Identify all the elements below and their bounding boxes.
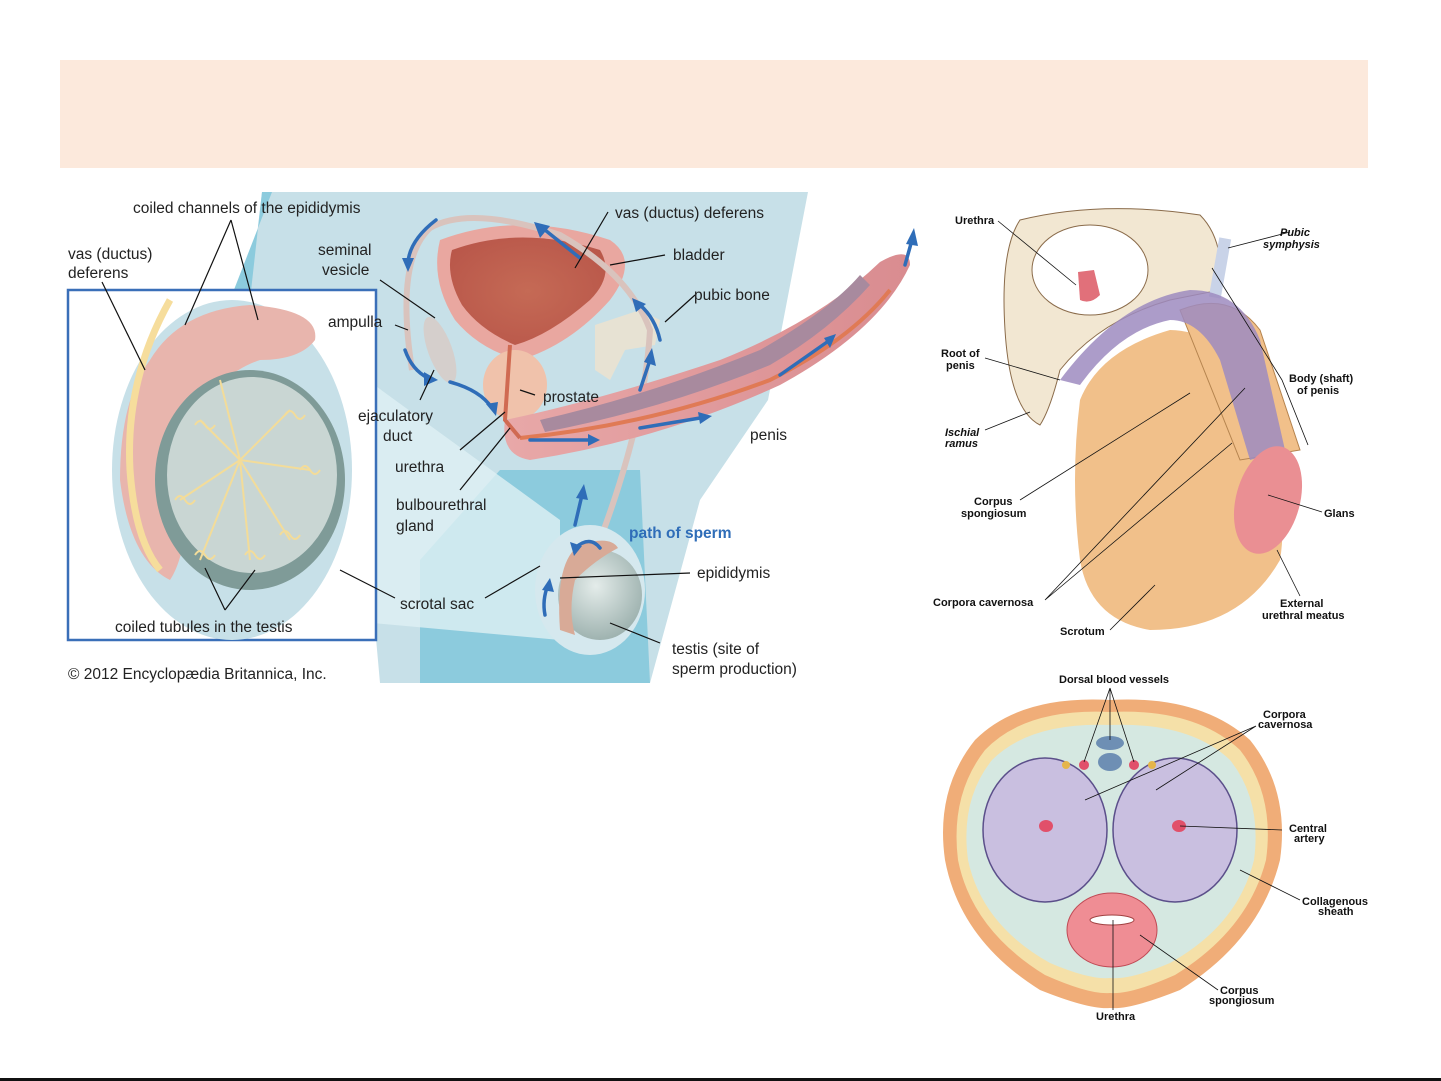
label-body-1: Body (shaft) xyxy=(1289,373,1354,385)
penis-external-diagram: Urethra Pubic symphysis Root of penis Bo… xyxy=(933,208,1355,638)
inset-vas xyxy=(126,298,174,573)
label-scrotum: Scrotum xyxy=(1060,626,1105,638)
label-glans: Glans xyxy=(1324,508,1355,520)
central-artery-left xyxy=(1039,820,1053,832)
label-urethra-bottom: Urethra xyxy=(1096,1011,1136,1023)
dorsal-artery-left xyxy=(1079,760,1089,770)
urethra-red xyxy=(1078,270,1100,302)
dorsal-artery-right xyxy=(1129,760,1139,770)
reproductive-system-diagram: coiled channels of the epididymis vas (d… xyxy=(66,192,918,683)
label-cavernosa: Corpora cavernosa xyxy=(933,597,1034,609)
obturator-foramen xyxy=(1031,224,1149,316)
cross-section-leaders xyxy=(1083,687,1301,1010)
inset-testis-inner xyxy=(167,377,337,573)
label-central-1: Central xyxy=(1289,823,1327,835)
label-coiled-tubules: coiled tubules in the testis xyxy=(115,619,293,636)
label-scrotal-sac: scrotal sac xyxy=(400,596,474,613)
dorsal-nerve-left xyxy=(1062,761,1070,769)
zoom-beam xyxy=(340,360,560,640)
label-dorsal-vessels: Dorsal blood vessels xyxy=(1059,674,1169,686)
label-cavernosa-1: Corpora xyxy=(1263,709,1307,721)
label-external-1: External xyxy=(1280,598,1323,610)
corpora-cavernosa-shape xyxy=(1060,290,1285,460)
label-testis-2: sperm production) xyxy=(672,661,797,678)
label-bladder: bladder xyxy=(673,247,725,264)
copyright-notice: © 2012 Encyclopædia Britannica, Inc. xyxy=(68,666,327,683)
label-ischial-2: ramus xyxy=(945,438,978,450)
slide-title-band xyxy=(60,60,1368,168)
penis-cross-section-diagram: Dorsal blood vessels Corpora cavernosa C… xyxy=(943,674,1368,1023)
central-artery-right xyxy=(1172,820,1186,832)
label-ischial-1: Ischial xyxy=(945,427,980,439)
label-seminal-1: seminal xyxy=(318,242,371,259)
epididymis xyxy=(559,540,618,635)
penis-cavernosum xyxy=(540,275,870,432)
label-ejaculatory-2: duct xyxy=(383,428,413,445)
left-leader-lines xyxy=(101,211,696,644)
label-spongiosum-1: Corpus xyxy=(1220,985,1259,997)
prostate xyxy=(483,350,547,420)
dorsal-vein-deep xyxy=(1098,753,1122,771)
label-collagenous-1: Collagenous xyxy=(1302,896,1368,908)
label-corpus-1: Corpus xyxy=(974,496,1013,508)
corpus-spongiosum xyxy=(1066,892,1158,968)
label-vas-left-2: deferens xyxy=(68,265,129,282)
bottom-rule xyxy=(0,1078,1441,1081)
glans xyxy=(1233,446,1303,554)
seminal-vesicle xyxy=(423,316,457,384)
label-bulbourethral-2: gland xyxy=(396,518,434,535)
sperm-path-arrows xyxy=(402,218,918,617)
label-seminal-2: vesicle xyxy=(322,262,369,279)
dorsal-vein xyxy=(1096,736,1124,750)
label-corpus-2: spongiosum xyxy=(961,508,1027,520)
label-central-2: artery xyxy=(1294,833,1325,845)
label-vas-top: vas (ductus) deferens xyxy=(615,205,764,222)
label-pubic-bone: pubic bone xyxy=(694,287,770,304)
label-bulbourethral-1: bulbourethral xyxy=(396,497,486,514)
label-urethra-top: Urethra xyxy=(955,215,995,227)
right-top-leaders xyxy=(984,220,1323,631)
pubic-bone xyxy=(595,310,660,380)
dorsal-nerve-right xyxy=(1148,761,1156,769)
label-cavernosa-2: cavernosa xyxy=(1258,719,1313,731)
pubic-symphysis-disc xyxy=(1208,237,1232,299)
label-prostate: prostate xyxy=(543,389,599,406)
urethra-internal xyxy=(502,344,522,440)
label-testis-1: testis (site of xyxy=(672,641,760,658)
label-path-of-sperm: path of sperm xyxy=(629,525,731,542)
inset-coiled-tubules xyxy=(174,379,321,561)
label-body-2: of penis xyxy=(1297,385,1339,397)
bladder-inner xyxy=(449,237,606,345)
label-pubic-2: symphysis xyxy=(1263,239,1320,251)
label-ejaculatory-1: ejaculatory xyxy=(358,408,433,425)
label-coiled-channels: coiled channels of the epididymis xyxy=(133,200,361,217)
label-urethra: urethra xyxy=(395,459,444,476)
label-external-2: urethral meatus xyxy=(1262,610,1345,622)
penis-urethra xyxy=(519,288,892,440)
label-root-2: penis xyxy=(946,360,975,372)
label-collagenous-2: sheath xyxy=(1318,906,1354,918)
label-spongiosum-2: spongiosum xyxy=(1209,995,1275,1007)
label-pubic-1: Pubic xyxy=(1280,227,1310,239)
label-ampulla: ampulla xyxy=(328,314,383,331)
urethra-lumen xyxy=(1089,914,1135,926)
label-penis: penis xyxy=(750,427,787,444)
label-root-1: Root of xyxy=(941,348,980,360)
label-vas-left-1: vas (ductus) xyxy=(68,246,152,263)
label-epididymis: epididymis xyxy=(697,565,770,582)
